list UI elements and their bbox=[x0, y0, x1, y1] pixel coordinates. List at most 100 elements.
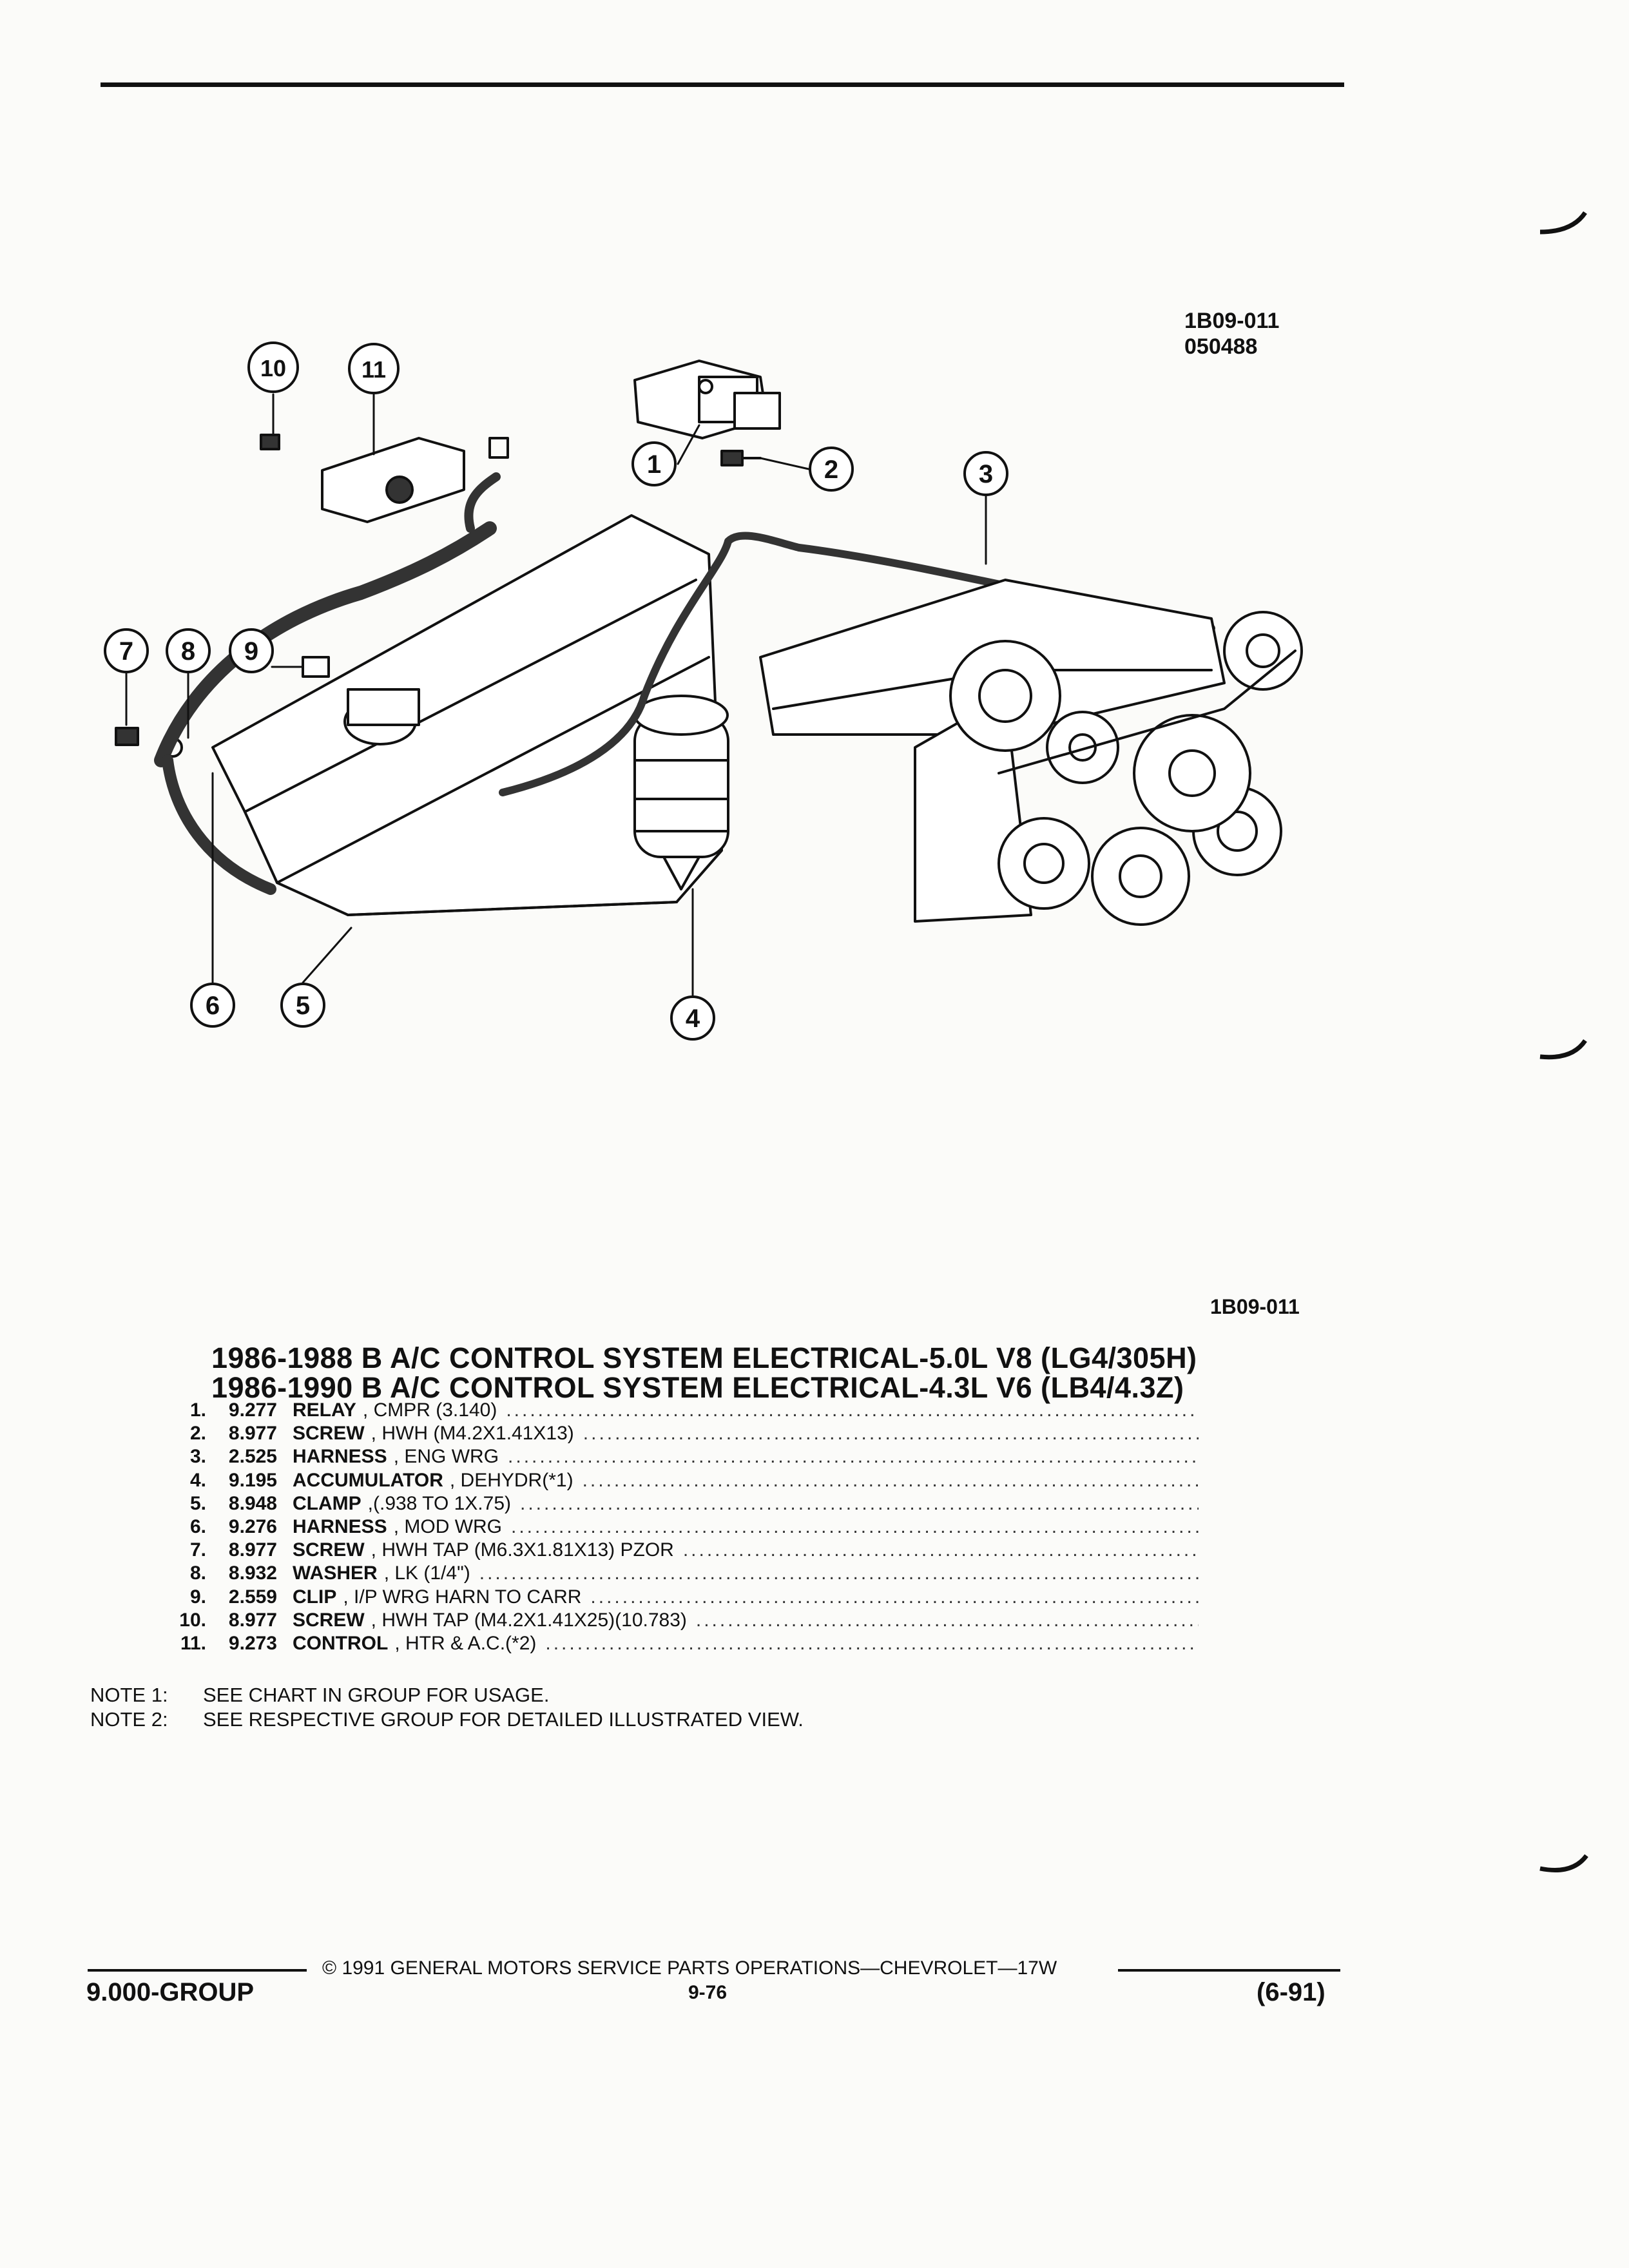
title-line-1: 1986-1988 B A/C CONTROL SYSTEM ELECTRICA… bbox=[211, 1341, 1197, 1374]
part-description: , HWH TAP (M4.2X1.41X25)(10.783) bbox=[371, 1609, 687, 1631]
part-number: 7. bbox=[189, 1539, 206, 1561]
part-code: 8.948 bbox=[228, 1492, 277, 1514]
part-code: 9.273 bbox=[228, 1632, 277, 1654]
notes: NOTE 1: SEE CHART IN GROUP FOR USAGE. NOT… bbox=[90, 1683, 804, 1732]
part-number: 11. bbox=[180, 1632, 206, 1654]
part-description: , HWH TAP (M6.3X1.81X13) PZOR bbox=[371, 1539, 674, 1561]
illustration-number: 1B09-011 bbox=[1184, 309, 1280, 333]
list-item: 2. 8.977 SCREW , HWH (M4.2X1.41X13)........… bbox=[168, 1423, 1199, 1446]
title-line-2: 1986-1990 B A/C CONTROL SYSTEM ELECTRICA… bbox=[211, 1371, 1184, 1404]
callout-8: 8 bbox=[166, 628, 211, 673]
svg-text:6: 6 bbox=[206, 992, 220, 1020]
leader-dots: ........................................… bbox=[479, 1562, 1199, 1584]
svg-text:3: 3 bbox=[979, 460, 993, 488]
part-code: 8.977 bbox=[228, 1539, 277, 1561]
part-number: 9. bbox=[189, 1586, 206, 1608]
part-number: 6. bbox=[189, 1515, 206, 1537]
list-item: 1. 9.277 RELAY , CMPR (3.140)..............… bbox=[168, 1399, 1199, 1423]
part-code: 8.932 bbox=[228, 1562, 277, 1584]
screw-7-part bbox=[115, 727, 139, 746]
alternator-part bbox=[949, 640, 1061, 752]
footer-page-number: 9-76 bbox=[688, 1982, 728, 2003]
part-code: 9.276 bbox=[228, 1515, 277, 1537]
top-rule bbox=[101, 82, 1344, 87]
note-text: SEE CHART IN GROUP FOR USAGE. bbox=[203, 1684, 550, 1706]
clip-part bbox=[302, 656, 330, 678]
callout-4: 4 bbox=[670, 995, 715, 1041]
leader-dots: ........................................… bbox=[583, 1423, 1199, 1445]
leader-dots: ........................................… bbox=[508, 1446, 1199, 1468]
note-1: NOTE 1: SEE CHART IN GROUP FOR USAGE. bbox=[90, 1683, 804, 1707]
part-name: HARNESS bbox=[293, 1515, 387, 1537]
module-harness bbox=[154, 521, 497, 767]
callout-1: 1 bbox=[631, 441, 677, 486]
footer-copyright: © 1991 GENERAL MOTORS SERVICE PARTS OPER… bbox=[322, 1957, 1057, 1979]
svg-text:7: 7 bbox=[119, 637, 133, 666]
section-titles: 1986-1988 B A/C CONTROL SYSTEM ELECTRICA… bbox=[211, 1343, 1197, 1403]
part-description: , HWH (M4.2X1.41X13) bbox=[371, 1423, 574, 1445]
part-number: 1. bbox=[189, 1399, 206, 1421]
illustration-id: 1B09-011 050488 bbox=[1184, 308, 1279, 360]
part-number: 5. bbox=[189, 1492, 206, 1514]
svg-text:10: 10 bbox=[260, 355, 286, 381]
part-name: ACCUMULATOR bbox=[293, 1469, 443, 1491]
screw-2-part bbox=[720, 450, 762, 466]
callout-2: 2 bbox=[809, 447, 854, 492]
part-description: , LK (1/4") bbox=[383, 1562, 470, 1584]
note-2: NOTE 2:SEE RESPECTIVE GROUP FOR DETAILED… bbox=[90, 1707, 804, 1732]
part-code: 2.559 bbox=[228, 1586, 277, 1608]
leader-dots: ........................................… bbox=[682, 1539, 1199, 1561]
accumulator-part bbox=[633, 695, 729, 890]
engine-pulleys bbox=[998, 611, 1303, 926]
control-part bbox=[321, 437, 509, 523]
screw-10-part bbox=[260, 434, 280, 450]
list-item: 10. 8.977 SCREW , HWH TAP (M4.2X1.41X25)(10… bbox=[168, 1610, 1199, 1633]
part-number: 3. bbox=[189, 1446, 206, 1468]
leader-dots: ........................................… bbox=[590, 1586, 1199, 1608]
part-code: 8.977 bbox=[228, 1609, 277, 1631]
note-text: SEE RESPECTIVE GROUP FOR DETAILED ILLUST… bbox=[203, 1708, 804, 1731]
leader-dots: ........................................… bbox=[506, 1399, 1199, 1421]
part-description: , DEHYDR(*1) bbox=[449, 1469, 574, 1491]
callout-3: 3 bbox=[963, 451, 1008, 496]
leader-dots: ........................................… bbox=[520, 1492, 1199, 1514]
note-label: NOTE 1: bbox=[90, 1684, 168, 1706]
part-name: SCREW bbox=[293, 1423, 365, 1445]
part-description: , I/P WRG HARN TO CARR bbox=[343, 1586, 582, 1608]
exploded-diagram: 1 2 3 4 5 6 7 8 bbox=[104, 341, 1303, 1041]
part-name: SCREW bbox=[293, 1609, 365, 1631]
svg-text:2: 2 bbox=[824, 456, 838, 484]
callout-7: 7 bbox=[104, 628, 149, 673]
callout-11: 11 bbox=[348, 343, 400, 394]
part-name: HARNESS bbox=[293, 1446, 387, 1468]
leader-dots: ........................................… bbox=[545, 1632, 1199, 1654]
footer-rule-right bbox=[1118, 1969, 1340, 1972]
part-name: RELAY bbox=[293, 1399, 356, 1421]
part-number: 10. bbox=[179, 1609, 206, 1631]
svg-text:9: 9 bbox=[244, 637, 258, 666]
part-number: 8. bbox=[189, 1562, 206, 1584]
illustration-date: 050488 bbox=[1184, 334, 1258, 359]
relay-part bbox=[633, 360, 781, 439]
svg-text:11: 11 bbox=[361, 356, 386, 383]
part-description: , CMPR (3.140) bbox=[362, 1399, 497, 1421]
svg-text:4: 4 bbox=[686, 1004, 700, 1033]
page-edge-marks bbox=[1539, 211, 1588, 1872]
hvac-module-housing bbox=[211, 514, 723, 916]
part-code: 9.277 bbox=[228, 1399, 277, 1421]
part-number: 2. bbox=[189, 1423, 206, 1445]
footer-date: (6-91) bbox=[1257, 1978, 1325, 2006]
callout-6: 6 bbox=[190, 983, 235, 1028]
callout-10: 10 bbox=[247, 341, 299, 393]
part-description: , ENG WRG bbox=[393, 1446, 499, 1468]
part-name: CONTROL bbox=[293, 1632, 389, 1654]
part-code: 2.525 bbox=[228, 1446, 277, 1468]
footer-group: 9.000-GROUP bbox=[86, 1978, 255, 2006]
part-code: 8.977 bbox=[228, 1423, 277, 1445]
